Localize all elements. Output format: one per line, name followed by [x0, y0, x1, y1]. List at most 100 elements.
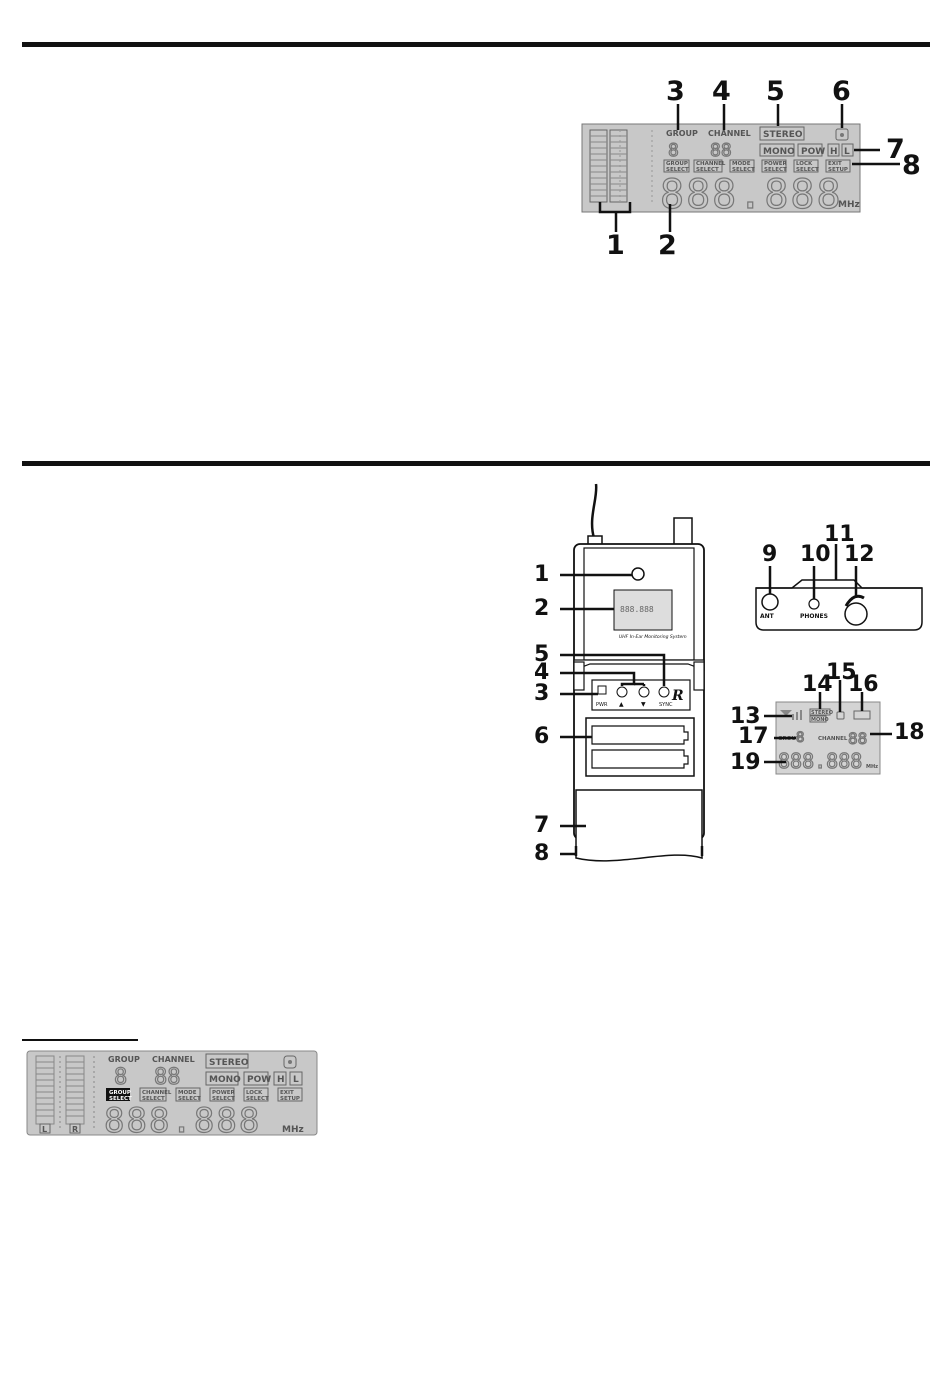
lcd-small-diagram: STEREO MONO GROUP 8 CHANNEL 88 888.888 M…: [730, 662, 930, 782]
device-callout-2: 2: [534, 596, 550, 621]
btn-down-label: ▼: [641, 701, 646, 708]
lcd-main-ls2: SELECT: [796, 167, 819, 173]
svg-text:888.888: 888.888: [104, 1101, 261, 1138]
device-callout-1: 1: [534, 562, 550, 587]
lcd-main-screen: [581, 123, 861, 213]
lcd-main-ps1: POWER: [764, 161, 788, 167]
small-mhz-label: MHz: [866, 764, 878, 770]
small-callout-14: 14: [802, 672, 833, 697]
lower-stereo-label: STEREO: [209, 1058, 249, 1068]
lcd-main-group-digit: 8: [668, 140, 679, 161]
lcd-main-ps2: SELECT: [764, 167, 787, 173]
lcd-main-diagram: GROUP CHANNEL STEREO MONO POW H L 8 88 G…: [560, 74, 930, 264]
lower-mono-label: MONO: [209, 1075, 241, 1085]
lock-icon: [835, 128, 849, 141]
device-top-diagram: ANT PHONES 9 10 11 12: [750, 522, 930, 638]
lcd-main-pow-label: POW: [801, 147, 825, 157]
lcd-callout-4: 4: [712, 76, 731, 107]
lcd-callout-2: 2: [658, 230, 677, 261]
lower-group-label: GROUP: [108, 1055, 140, 1064]
lower-gs2: SELECT: [109, 1096, 132, 1102]
lcd-main-h-label: H: [830, 147, 838, 157]
lcd-main-es1: EXIT: [828, 161, 842, 167]
lcd-main-ms2: SELECT: [732, 167, 755, 173]
lower-h-label: H: [277, 1075, 285, 1085]
svg-text:8: 8: [114, 1065, 127, 1090]
lcd-main-channel-label: CHANNEL: [708, 129, 751, 138]
lower-meter-l: L: [42, 1125, 47, 1134]
lcd-main-stereo-label: STEREO: [763, 130, 803, 140]
small-stereo-label: STEREO: [811, 710, 833, 716]
svg-text:888.888: 888.888: [620, 605, 654, 614]
lcd-callout-5: 5: [766, 76, 785, 107]
signal-bars-icon: [780, 710, 802, 720]
btn-up-label: ▲: [619, 701, 624, 708]
lcd-small-svg: STEREO MONO GROUP 8 CHANNEL 88 888.888 M…: [764, 680, 892, 775]
top-rule: [22, 42, 930, 47]
lcd-main-freq-digits: 888.888: [660, 172, 843, 218]
lcd-callout-1: 1: [606, 230, 625, 261]
lower-ps2: SELECT: [212, 1096, 235, 1102]
section-underline: [22, 1039, 138, 1041]
device-callout-4: 4: [534, 660, 550, 685]
small-callout-18: 18: [894, 720, 925, 745]
device-callout-3: 3: [534, 681, 550, 706]
lower-lock-icon: [283, 1055, 297, 1069]
small-callout-13: 13: [730, 704, 761, 729]
lcd-callout-6: 6: [832, 76, 851, 107]
top-phones-label: PHONES: [800, 613, 828, 620]
lcd-callout-8: 8: [902, 150, 921, 181]
lower-mhz-label: MHz: [282, 1125, 304, 1135]
lcd-callout-3: 3: [666, 76, 685, 107]
lower-l-label: L: [293, 1075, 299, 1085]
svg-text:8: 8: [796, 730, 804, 746]
lcd-main-gs2: SELECT: [666, 167, 689, 173]
lower-ms2: SELECT: [178, 1096, 201, 1102]
lcd-main-meters: [589, 129, 653, 204]
lcd-main-es2: SETUP: [828, 167, 848, 173]
middle-rule: [22, 461, 930, 466]
lower-pow-label: POW: [247, 1075, 271, 1085]
brand-logo: R: [671, 688, 684, 704]
lower-es2: SETUP: [280, 1096, 300, 1102]
lcd-main-mono-label: MONO: [763, 147, 795, 157]
lcd-main-cs2: SELECT: [696, 167, 719, 173]
lower-ls1: LOCK: [246, 1090, 263, 1096]
lower-cs1: CHANNEL: [142, 1090, 172, 1096]
svg-text:88: 88: [848, 729, 867, 748]
top-callout-11: 11: [824, 522, 855, 547]
small-callout-15: 15: [826, 660, 857, 685]
lower-ls2: SELECT: [246, 1096, 269, 1102]
lcd-main-l-label: L: [844, 147, 850, 157]
lcd-main-cs1: CHANNEL: [696, 161, 726, 167]
btn-pwr-label: PWR: [596, 702, 608, 708]
top-callout-12: 12: [844, 542, 875, 567]
lower-meter-r: R: [72, 1125, 78, 1134]
top-callout-10: 10: [800, 542, 831, 567]
lcd-main-group-label: GROUP: [666, 129, 698, 138]
lower-ps1: POWER: [212, 1090, 236, 1096]
small-channel-label: CHANNEL: [818, 736, 848, 742]
device-callout-8: 8: [534, 841, 550, 866]
lower-es1: EXIT: [280, 1090, 294, 1096]
device-callout-6: 6: [534, 724, 550, 749]
small-callout-17: 17: [738, 724, 769, 749]
svg-text:888.888: 888.888: [778, 749, 862, 773]
lcd-main-ls1: LOCK: [796, 161, 813, 167]
device-top-svg: ANT PHONES: [755, 544, 923, 631]
device-callout-5: 5: [534, 642, 550, 667]
btn-sync-label: SYNC: [659, 702, 673, 708]
device-lcd-caption: UHF In-Ear Monitoring System: [619, 634, 687, 640]
lower-cs2: SELECT: [142, 1096, 165, 1102]
small-callout-16: 16: [848, 672, 879, 697]
device-callout-7: 7: [534, 813, 550, 838]
device-front-diagram: 888.888 UHF In-Ear Monitoring System PWR…: [528, 478, 728, 878]
lower-channel-label: CHANNEL: [152, 1055, 195, 1064]
small-mono-label: MONO: [811, 717, 829, 723]
lcd-callout-7: 7: [886, 134, 905, 165]
lcd-main-svg: GROUP CHANNEL STEREO MONO POW H L 8 88 G…: [581, 104, 900, 232]
lcd-main-ms1: MODE: [732, 161, 751, 167]
svg-text:88: 88: [154, 1065, 181, 1090]
lcd-main-mhz-label: MHz: [838, 200, 860, 210]
lcd-lower-diagram: L R GROUP CHANNEL 8 88 STEREO MONO POW H…: [26, 1050, 320, 1142]
